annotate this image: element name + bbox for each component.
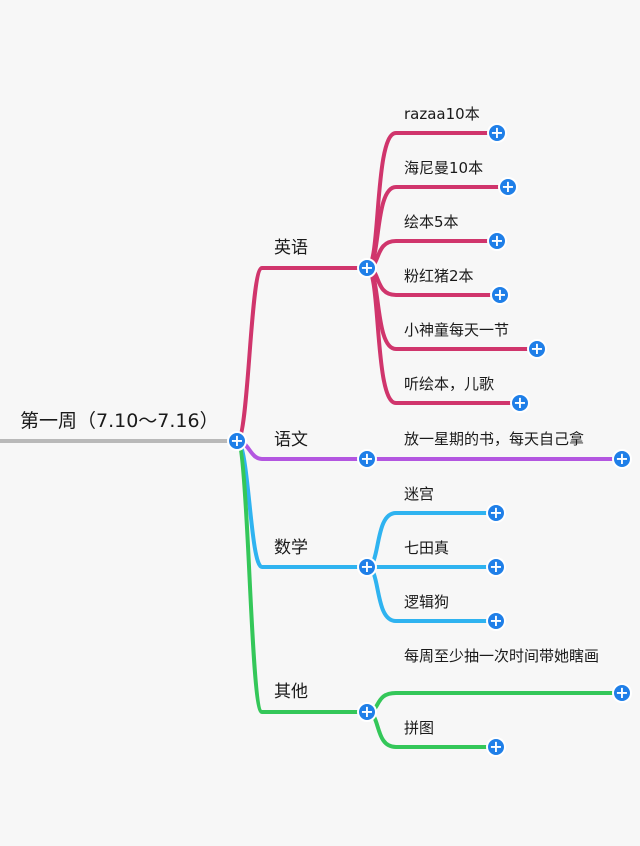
leaf-topic-1-0[interactable]: 放一星期的书，每天自己拿 — [404, 430, 585, 448]
branch-topic-0[interactable]: 英语 — [274, 238, 308, 258]
branch-topic-3[interactable]: 其他 — [274, 682, 308, 702]
expand-plus-icon-0-3[interactable]: + — [490, 285, 510, 305]
expand-plus-icon-3-1[interactable]: + — [486, 737, 506, 757]
leaf-topic-3-1[interactable]: 拼图 — [404, 719, 435, 737]
leaf-topic-0-5[interactable]: 听绘本，儿歌 — [404, 375, 495, 393]
leaf-connector-0-0 — [365, 131, 499, 270]
expand-plus-icon-0-0[interactable]: + — [487, 123, 507, 143]
leaf-connector-0-2 — [365, 239, 499, 270]
branch-expand-plus-icon-2[interactable]: + — [357, 557, 377, 577]
expand-plus-icon-0-5[interactable]: + — [510, 393, 530, 413]
leaf-connector-3-0 — [365, 691, 624, 714]
branch-topic-2[interactable]: 数学 — [274, 538, 308, 558]
branch-connector-0 — [235, 266, 369, 443]
root-expand-plus-icon[interactable]: + — [227, 431, 247, 451]
leaf-topic-0-0[interactable]: razaa10本 — [404, 105, 480, 123]
leaf-topic-0-1[interactable]: 海尼曼10本 — [404, 159, 484, 177]
expand-plus-icon-0-2[interactable]: + — [487, 231, 507, 251]
expand-plus-icon-0-1[interactable]: + — [498, 177, 518, 197]
expand-plus-icon-1-0[interactable]: + — [612, 449, 632, 469]
root-topic[interactable]: 第一周（7.10～7.16） — [20, 410, 219, 432]
expand-plus-icon-3-0[interactable]: + — [612, 683, 632, 703]
leaf-topic-3-0[interactable]: 每周至少抽一次时间带她瞎画 — [404, 647, 600, 665]
branch-expand-plus-icon-3[interactable]: + — [357, 702, 377, 722]
expand-plus-icon-2-0[interactable]: + — [486, 503, 506, 523]
leaf-topic-2-1[interactable]: 七田真 — [404, 539, 450, 557]
branch-connector-3 — [235, 439, 369, 714]
branch-topic-1[interactable]: 语文 — [274, 430, 308, 450]
branch-expand-plus-icon-0[interactable]: + — [357, 258, 377, 278]
leaf-topic-2-2[interactable]: 逻辑狗 — [404, 593, 450, 611]
leaf-topic-2-0[interactable]: 迷宫 — [404, 485, 435, 503]
leaf-topic-0-4[interactable]: 小神童每天一节 — [404, 321, 510, 339]
expand-plus-icon-2-2[interactable]: + — [486, 611, 506, 631]
expand-plus-icon-0-4[interactable]: + — [527, 339, 547, 359]
leaf-topic-0-3[interactable]: 粉红猪2本 — [404, 267, 474, 285]
leaf-topic-0-2[interactable]: 绘本5本 — [404, 213, 459, 231]
branch-expand-plus-icon-1[interactable]: + — [357, 449, 377, 469]
expand-plus-icon-2-1[interactable]: + — [486, 557, 506, 577]
